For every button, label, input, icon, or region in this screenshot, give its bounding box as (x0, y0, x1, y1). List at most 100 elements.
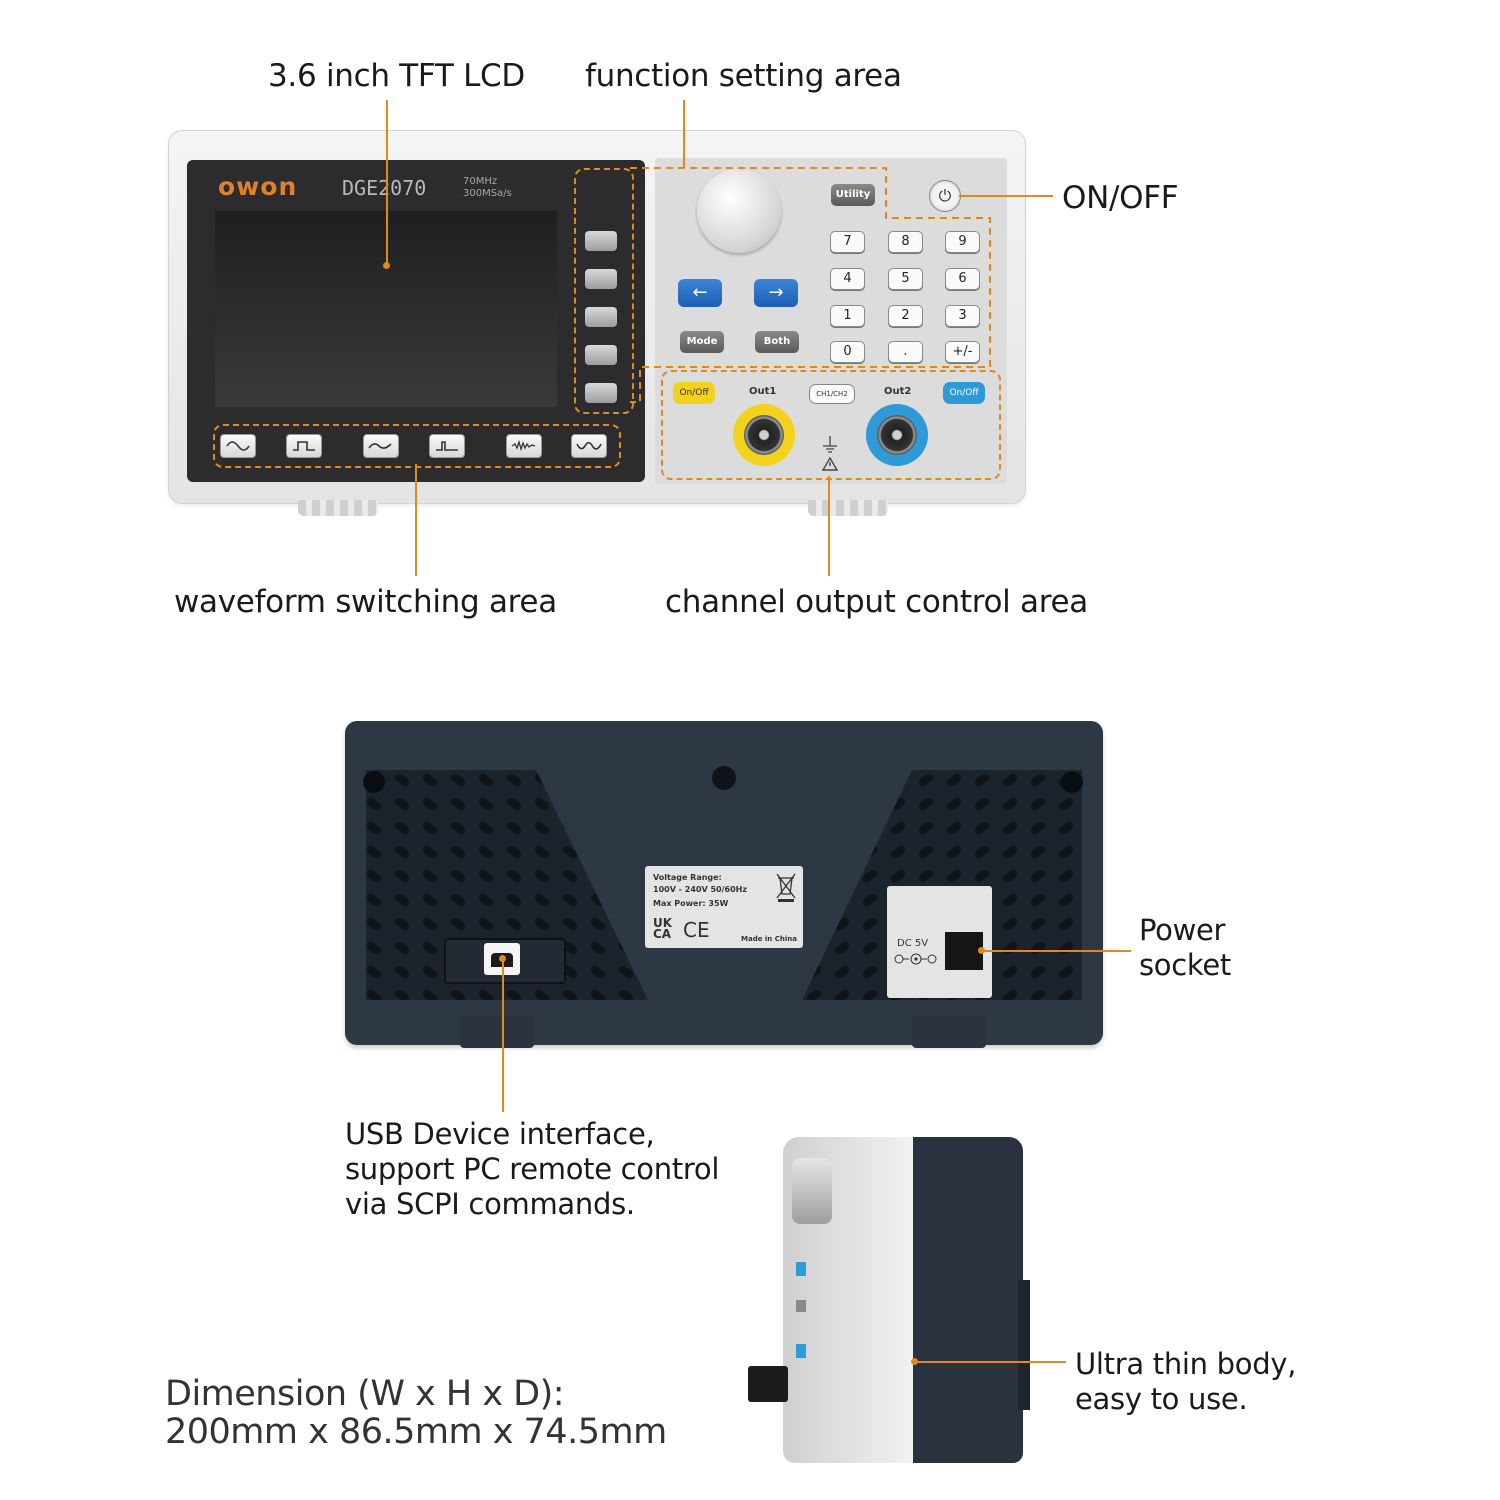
side-view-body (905, 1137, 1023, 1463)
key-0[interactable]: 0 (830, 341, 865, 363)
ukca-mark: UK CA (653, 916, 673, 941)
power-socket-callout: Power socket (1139, 913, 1231, 983)
max-power-text: Max Power: 35W (653, 899, 729, 908)
pulse-wave-icon (436, 441, 458, 451)
usb-callout-line2: support PC remote control (345, 1152, 720, 1186)
onoff-leader (959, 195, 1053, 197)
spec-bandwidth: 70MHz (463, 176, 498, 187)
model-name: DGE2070 (342, 176, 427, 200)
key-2[interactable]: 2 (888, 305, 923, 327)
spec-samplerate: 300MSa/s (463, 188, 512, 199)
rear-foot-left (460, 1016, 534, 1048)
arrow-right-icon: → (768, 282, 784, 303)
side-view-grey-key (796, 1300, 806, 1312)
usb-leader (502, 958, 504, 1112)
key-dot[interactable]: . (888, 341, 923, 363)
vent-left (363, 770, 648, 1000)
front-foot-left (298, 500, 378, 516)
ch1-onoff-button[interactable]: On/Off (673, 382, 715, 404)
power-socket[interactable] (945, 932, 983, 970)
softkey-5[interactable] (585, 383, 617, 403)
key-9[interactable]: 9 (945, 231, 980, 253)
mode-button[interactable]: Mode (680, 331, 724, 353)
key-6[interactable]: 6 (945, 268, 980, 290)
power-button[interactable]: ⏻ (929, 180, 961, 212)
softkey-2[interactable] (585, 269, 617, 289)
channel-area-callout: channel output control area (665, 584, 1088, 620)
side-view-tab (1018, 1280, 1030, 1410)
softkey-1[interactable] (585, 231, 617, 251)
pulse-wave-button[interactable] (429, 434, 465, 458)
noise-wave-icon (511, 439, 536, 452)
key-plus-minus[interactable]: +/- (945, 341, 980, 363)
softkey-3[interactable] (585, 307, 617, 327)
function-area-highlight (630, 167, 991, 403)
front-foot-right (808, 500, 888, 516)
thin-body-callout-line1: Ultra thin body, (1075, 1347, 1297, 1381)
waveform-area-highlight (213, 424, 621, 468)
brand-logo: owon (218, 172, 298, 201)
dc-polarity-icon (894, 953, 937, 965)
ch-switch-button[interactable]: CH1/CH2 (809, 384, 855, 404)
lcd-callout: 3.6 inch TFT LCD (268, 58, 525, 94)
square-wave-button[interactable] (286, 434, 322, 458)
dimension-text: Dimension (W x H x D): 200mm x 86.5mm x … (165, 1375, 667, 1451)
sine-wave-icon (226, 441, 250, 451)
key-1[interactable]: 1 (830, 305, 865, 327)
waveform-area-callout: waveform switching area (174, 584, 557, 620)
side-view-knob (792, 1158, 832, 1224)
arbitrary-wave-icon (576, 441, 602, 450)
out2-label: Out2 (884, 386, 912, 397)
arrow-left-icon: ← (692, 282, 708, 303)
dc-label: DC 5V (897, 938, 929, 949)
voltage-range-value: 100V - 240V 50/60Hz (653, 885, 747, 894)
dc-input-plate: DC 5V (887, 886, 992, 998)
key-5[interactable]: 5 (888, 268, 923, 290)
screw-hole (712, 766, 736, 790)
onoff-callout: ON/OFF (1062, 180, 1179, 216)
power-socket-callout-line2: socket (1139, 948, 1231, 982)
out2-bnc-connector[interactable] (866, 404, 928, 466)
sine-wave-button[interactable] (220, 434, 256, 458)
dimension-line1: Dimension (W x H x D): (165, 1374, 565, 1414)
bnc-inner (877, 415, 917, 455)
utility-button[interactable]: Utility (831, 184, 875, 206)
usb-callout: USB Device interface, support PC remote … (345, 1117, 719, 1222)
both-button[interactable]: Both (755, 331, 799, 353)
key-3[interactable]: 3 (945, 305, 980, 327)
softkey-highlight (574, 168, 634, 414)
channel-area-highlight (661, 370, 1001, 480)
right-arrow-button[interactable]: → (754, 279, 798, 307)
key-4[interactable]: 4 (830, 268, 865, 290)
arbitrary-wave-button[interactable] (571, 434, 607, 458)
ramp-wave-button[interactable] (363, 434, 399, 458)
rotary-knob[interactable] (697, 169, 781, 253)
ce-mark: CE (683, 918, 710, 942)
key-7[interactable]: 7 (830, 231, 865, 253)
usb-callout-line3: via SCPI commands. (345, 1187, 635, 1221)
ch2-onoff-button[interactable]: On/Off (943, 382, 985, 404)
usb-leader-dot (499, 955, 506, 962)
softkey-4[interactable] (585, 345, 617, 365)
waveform-leader (415, 464, 417, 576)
out1-label: Out1 (749, 386, 777, 397)
noise-wave-button[interactable] (506, 434, 542, 458)
left-arrow-button[interactable]: ← (678, 279, 722, 307)
thin-body-callout-line2: easy to use. (1075, 1382, 1248, 1416)
ramp-wave-icon (368, 443, 392, 449)
square-wave-icon (293, 441, 315, 451)
key-8[interactable]: 8 (888, 231, 923, 253)
out1-bnc-connector[interactable] (733, 404, 795, 466)
side-view-blue-key (796, 1262, 806, 1276)
vent-right (802, 770, 1083, 1000)
spec-text: 70MHz 300MSa/s (463, 176, 512, 200)
dimension-line2: 200mm x 86.5mm x 74.5mm (165, 1412, 667, 1452)
function-leader (683, 100, 685, 168)
made-in-text: Made in China (741, 935, 797, 943)
thin-body-dot (911, 1358, 918, 1365)
bnc-inner (744, 415, 784, 455)
power-socket-leader (981, 950, 1131, 952)
channel-leader (828, 476, 830, 576)
power-socket-dot (978, 947, 985, 954)
ground-warning-icon (821, 436, 839, 471)
